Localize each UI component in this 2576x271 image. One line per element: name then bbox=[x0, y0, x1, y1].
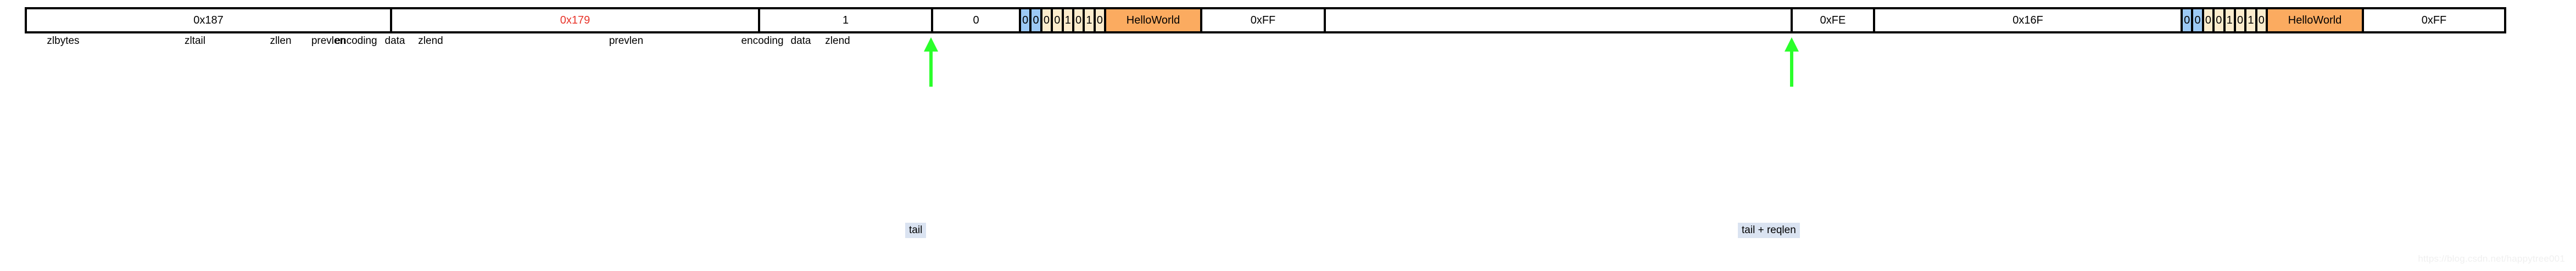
cap-zllen: zllen bbox=[270, 35, 292, 47]
cap-zlbytes: zlbytes bbox=[47, 35, 80, 47]
encoding-bit: 1 bbox=[1085, 9, 1096, 31]
cell-data-1: HelloWorld bbox=[1106, 9, 1202, 31]
encoding-bit: 1 bbox=[2246, 9, 2257, 31]
cell-zltail: 0x179 bbox=[392, 9, 760, 31]
encoding-bit: 0 bbox=[1053, 9, 1064, 31]
encoding-bit: 0 bbox=[2204, 9, 2215, 31]
cap-encoding-2: encoding bbox=[741, 35, 784, 47]
cell-prevlen-2b: 0x16F bbox=[1875, 9, 2183, 31]
encoding-bit: 0 bbox=[1021, 9, 1032, 31]
cap-zltail: zltail bbox=[184, 35, 205, 47]
cap-zlend-2: zlend bbox=[825, 35, 850, 47]
encoding-bit: 1 bbox=[1063, 9, 1074, 31]
arrow-shaft bbox=[929, 49, 933, 87]
arrow-head bbox=[1785, 37, 1799, 52]
arrow-shaft bbox=[1790, 49, 1793, 87]
cap-data-1: data bbox=[384, 35, 405, 47]
cap-prevlen-2: prevlen bbox=[609, 35, 644, 47]
cap-encoding-1: encoding bbox=[334, 35, 377, 47]
cell-data-2: HelloWorld bbox=[2268, 9, 2364, 31]
encoding-bit: 0 bbox=[1031, 9, 1042, 31]
encoding-bit: 0 bbox=[2183, 9, 2194, 31]
source-watermark: https://blog.csdn.net/happytree001 bbox=[2418, 253, 2565, 264]
encoding-bit: 1 bbox=[2225, 9, 2236, 31]
cell-zlend-2: 0xFF bbox=[2364, 9, 2504, 31]
encoding-bit: 0 bbox=[2215, 9, 2226, 31]
encoding-bit: 0 bbox=[2235, 9, 2247, 31]
cap-prevlen-1: prevlen bbox=[311, 35, 346, 47]
arrow-up-icon bbox=[924, 37, 938, 87]
cell-zlbytes: 0x187 bbox=[27, 9, 392, 31]
encoding-bit: 0 bbox=[1095, 9, 1104, 31]
cell-gap bbox=[1326, 9, 1793, 31]
encoding-bit: 0 bbox=[2193, 9, 2204, 31]
encoding-bit: 0 bbox=[1042, 9, 1053, 31]
pointer-tail-reqlen-label: tail + reqlen bbox=[1738, 223, 1800, 238]
arrow-head bbox=[924, 37, 938, 52]
encoding-bit: 0 bbox=[1074, 9, 1085, 31]
encoding-bit: 0 bbox=[2257, 9, 2266, 31]
cap-zlend-1: zlend bbox=[418, 35, 443, 47]
cap-data-2: data bbox=[790, 35, 811, 47]
cell-zllen: 1 bbox=[760, 9, 933, 31]
cell-zlend-1: 0xFF bbox=[1202, 9, 1326, 31]
arrow-up-icon bbox=[1785, 37, 1799, 87]
cell-prevlen-2a: 0xFE bbox=[1793, 9, 1875, 31]
cell-prevlen-1: 0 bbox=[933, 9, 1021, 31]
pointer-tail-label: tail bbox=[905, 223, 927, 238]
